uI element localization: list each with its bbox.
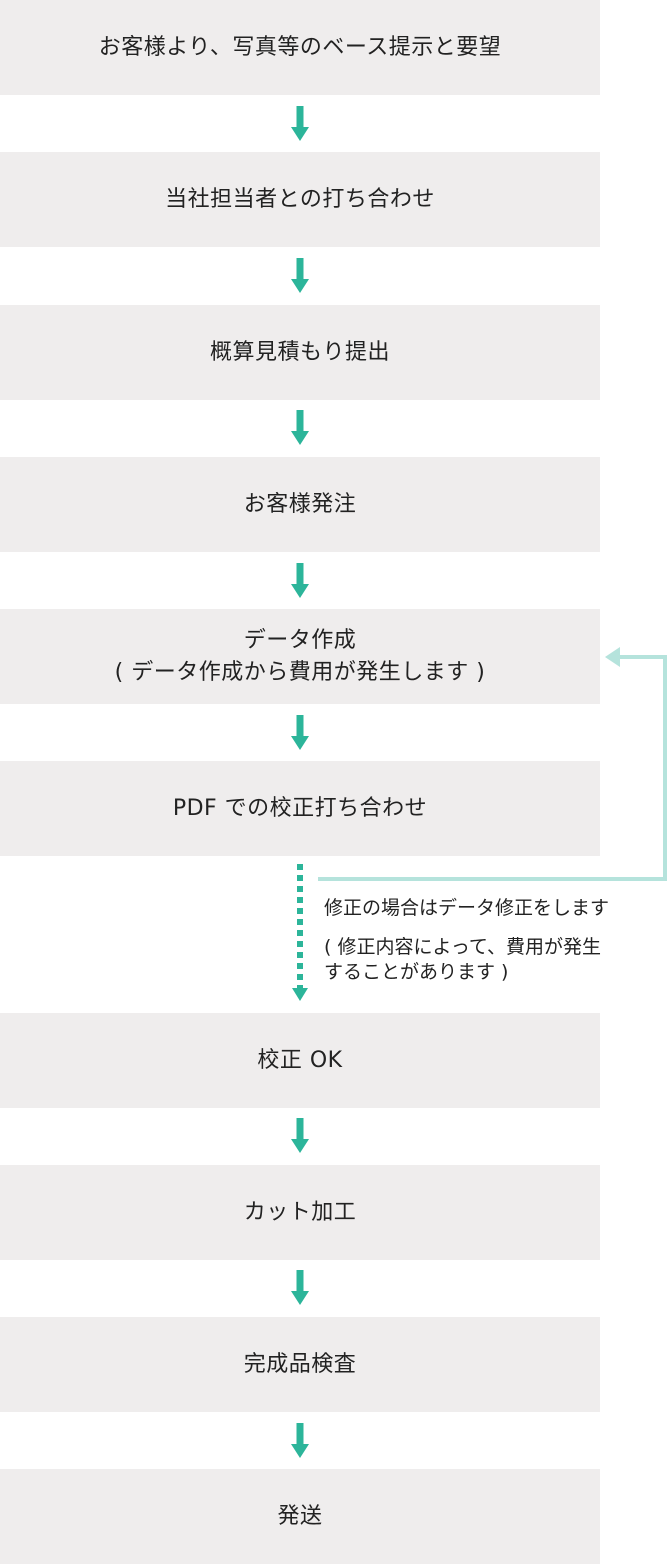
revision-note-cost: ( 修正内容によって、費用が発生 bbox=[324, 936, 601, 958]
revision-note-cost-cont: することがあります ) bbox=[324, 961, 509, 983]
flow-step-proof-ok: 校正 OK bbox=[0, 1013, 600, 1108]
revision-note-main: 修正の場合はデータ修正をします bbox=[324, 897, 610, 919]
step-label: 完成品検査 bbox=[243, 1351, 357, 1377]
step-label: お客様発注 bbox=[243, 491, 357, 517]
flow-step-pdf-proof: PDF での校正打ち合わせ bbox=[0, 761, 600, 856]
flow-step-cutting: カット加工 bbox=[0, 1165, 600, 1260]
step-sublabel: ( データ作成から費用が発生します ) bbox=[114, 659, 486, 685]
flow-step-meeting: 当社担当者との打ち合わせ bbox=[0, 152, 600, 247]
step-label: 概算見積もり提出 bbox=[209, 339, 390, 365]
flow-step-estimate: 概算見積もり提出 bbox=[0, 305, 600, 400]
flow-step-data-creation: データ作成 ( データ作成から費用が発生します ) bbox=[0, 609, 600, 704]
down-arrow-icon bbox=[290, 410, 310, 446]
step-label: 発送 bbox=[277, 1503, 323, 1529]
step-label: 当社担当者との打ち合わせ bbox=[165, 186, 435, 212]
flow-step-inspection: 完成品検査 bbox=[0, 1317, 600, 1412]
step-label: 校正 OK bbox=[257, 1047, 343, 1073]
step-label: データ作成 bbox=[243, 627, 357, 653]
down-arrow-icon bbox=[290, 1270, 310, 1306]
flow-step-request: お客様より、写真等のベース提示と要望 bbox=[0, 0, 600, 95]
flow-step-shipping: 発送 bbox=[0, 1469, 600, 1564]
down-arrow-icon bbox=[290, 106, 310, 142]
step-label: カット加工 bbox=[243, 1199, 357, 1225]
down-arrow-icon bbox=[290, 1118, 310, 1154]
down-arrow-icon bbox=[290, 1423, 310, 1459]
return-line-connector bbox=[318, 877, 606, 881]
flow-step-order: お客様発注 bbox=[0, 457, 600, 552]
down-arrow-icon bbox=[290, 563, 310, 599]
step-label: お客様より、写真等のベース提示と要望 bbox=[98, 34, 502, 60]
return-arrow-icon bbox=[603, 645, 668, 883]
down-arrow-icon bbox=[290, 715, 310, 751]
down-arrow-icon bbox=[290, 258, 310, 294]
step-label: PDF での校正打ち合わせ bbox=[172, 795, 428, 821]
dotted-down-arrow-icon bbox=[290, 864, 310, 1002]
